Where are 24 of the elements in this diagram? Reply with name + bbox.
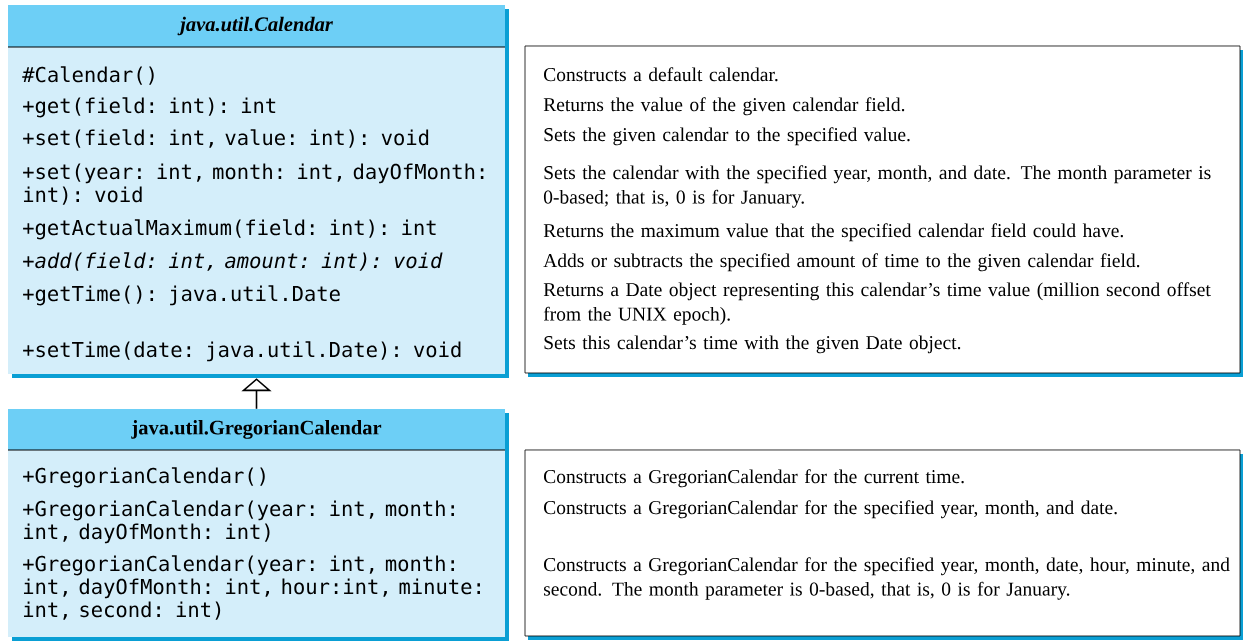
description-text: Constructs a GregorianCalendar for the specified year, month, date, hour, minute, and second. The month parameter is 0-based, that is, 0 is for January. [544,557,1230,600]
class-title: java.util.GregorianCalendar [131,420,382,439]
method-text: +GregorianCalendar() [23,467,265,488]
method-text: +getTime(): java.util.Date [23,285,340,306]
description-text: Sets this calendar’s time with the given Date object. [544,335,961,354]
method-text: +GregorianCalendar(year: int, month: int, dayOfMonth: int) [23,500,454,544]
description-text: Returns the value of the given calendar field. [543,97,905,116]
description-text: Constructs a default calendar. [544,67,778,82]
description-text: Constructs a GregorianCalendar for the specified year, month, and date. [544,500,1117,519]
description-text: Returns the maximum value that the specified calendar field could have. [543,223,1123,242]
method-text: +get(field: int): int [23,97,276,118]
description-text: Sets the given calendar to the specified value. [544,127,910,146]
description-text: Adds or subtracts the specified amount of time to the given calendar field. [543,253,1140,272]
method-text: +GregorianCalendar(year: int, month: int, dayOfMonth: int, hour:int, minute: int, second: int) [23,555,480,620]
method-text: +setTime(date: java.util.Date): void [23,341,461,362]
description-text: Sets the calendar with the specified year, month, and date. The month parameter is 0-based; that is, 0 is for January. [543,165,1211,208]
method-text: +set(field: int, value: int): void [23,129,429,148]
description-text: Constructs a GregorianCalendar for the current time. [544,469,964,488]
method-text: +getActualMaximum(field: int): int [23,219,436,240]
method-text: #Calendar() [22,66,154,85]
method-text: +set(year: int, month: int, dayOfMonth: int): void [23,163,484,205]
class-title: java.util.Calendar [177,16,333,36]
method-text: +add(field: int, amount: int): void [23,252,443,271]
description-text: Returns a Date object representing this calendar’s time value (million second offset from the UNIX epoch). [543,282,1211,325]
